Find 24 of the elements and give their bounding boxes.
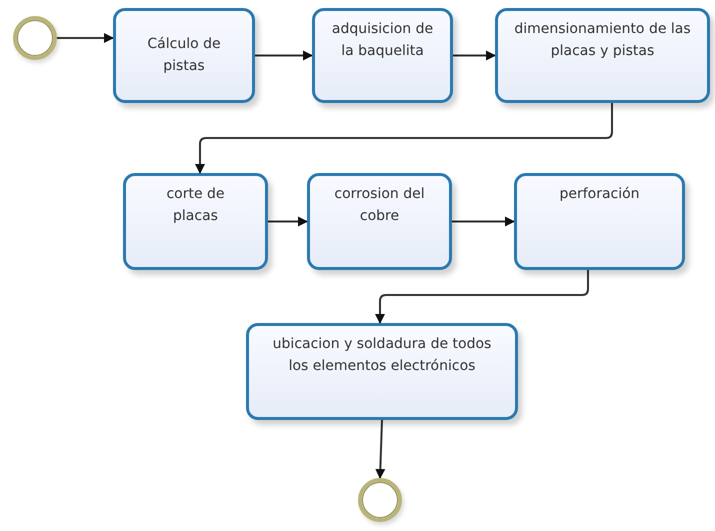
process-label: perforación [559, 185, 640, 204]
arrow [375, 270, 589, 324]
process-label: corrosion del cobre [333, 185, 426, 226]
process-box [113, 8, 255, 103]
arrow [452, 216, 515, 226]
process-label: Cálculo de pistas [146, 34, 222, 76]
arrow [195, 103, 613, 174]
process-label: ubicacion y soldadura de todos los elementos electrónicos [272, 335, 492, 376]
process-label: dimensionamiento de las placas y pistas [514, 20, 691, 61]
arrow [255, 50, 313, 60]
arrow [268, 216, 308, 226]
arrow [57, 33, 114, 43]
process-box [307, 173, 452, 270]
arrow [375, 420, 386, 479]
process-box [495, 8, 710, 103]
process-box [123, 173, 268, 270]
start-event-circle [13, 16, 57, 60]
end-event-circle [358, 478, 402, 522]
process-label: adquisicion de la baquelita [331, 20, 434, 61]
process-box [312, 8, 453, 103]
process-box [514, 173, 685, 270]
arrow [453, 50, 496, 60]
process-box [246, 323, 518, 420]
process-label: corte de placas [165, 185, 226, 226]
